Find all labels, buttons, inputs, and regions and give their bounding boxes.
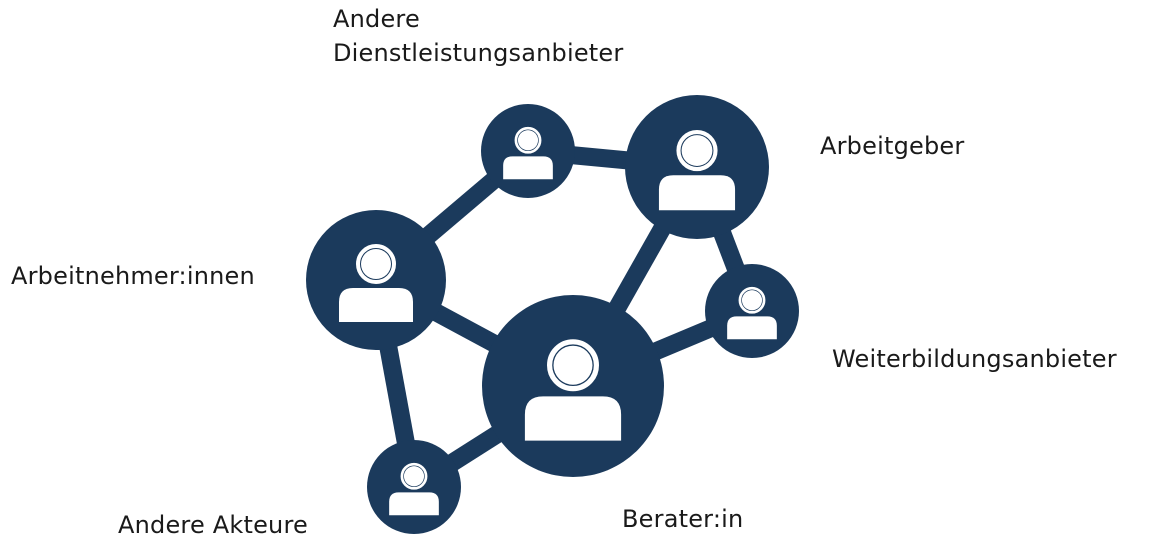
person-head-fill-icon xyxy=(403,466,425,487)
person-head-icon xyxy=(400,462,428,490)
person-icon xyxy=(389,462,439,516)
person-body-icon xyxy=(503,156,553,180)
person-body-icon xyxy=(389,492,439,516)
node-weiterbildung xyxy=(705,264,799,358)
label-weiterbildung: Weiterbildungsanbieter xyxy=(832,342,1117,376)
node-circle-arbeitgeber xyxy=(625,95,769,239)
person-head-icon xyxy=(356,244,396,284)
person-body-icon xyxy=(339,288,413,322)
label-dienstleister-line-2: Dienstleistungsanbieter xyxy=(333,39,624,67)
label-arbeitnehmer: Arbeitnehmer:innen xyxy=(11,259,255,293)
person-head-fill-icon xyxy=(681,135,713,166)
node-berater xyxy=(482,295,664,477)
node-arbeitgeber xyxy=(625,95,769,239)
node-akteure xyxy=(367,440,461,534)
person-head-icon xyxy=(514,126,542,154)
person-body-icon xyxy=(727,316,777,340)
person-icon xyxy=(658,129,736,211)
person-head-icon xyxy=(546,339,599,392)
person-body-icon xyxy=(658,175,736,211)
person-icon xyxy=(339,244,413,322)
person-head-icon xyxy=(738,286,766,314)
label-berater-text: Berater:in xyxy=(622,505,744,533)
person-icon xyxy=(524,339,622,441)
label-arbeitgeber: Arbeitgeber xyxy=(820,129,964,163)
person-head-fill-icon xyxy=(517,130,539,151)
label-weiterbildung-text: Weiterbildungsanbieter xyxy=(832,345,1117,373)
person-head-fill-icon xyxy=(741,290,763,311)
label-arbeitnehmer-text: Arbeitnehmer:innen xyxy=(11,262,255,290)
person-head-fill-icon xyxy=(361,249,391,279)
label-akteure: Andere Akteure xyxy=(118,508,308,542)
label-arbeitgeber-text: Arbeitgeber xyxy=(820,132,965,160)
person-icon xyxy=(727,286,777,340)
label-berater: Berater:in xyxy=(622,502,743,536)
person-body-icon xyxy=(524,396,622,441)
node-circle-berater xyxy=(482,295,664,477)
person-icon xyxy=(503,126,553,180)
label-dienstleister-line-1: Andere xyxy=(333,5,420,33)
node-dienstleister xyxy=(481,104,575,198)
node-arbeitnehmer xyxy=(306,210,446,350)
label-dienstleister: Andere Dienstleistungsanbieter xyxy=(333,2,623,70)
person-head-icon xyxy=(676,129,718,172)
nodes-layer xyxy=(306,95,799,534)
person-head-fill-icon xyxy=(553,345,593,385)
label-akteure-text: Andere Akteure xyxy=(118,511,308,539)
